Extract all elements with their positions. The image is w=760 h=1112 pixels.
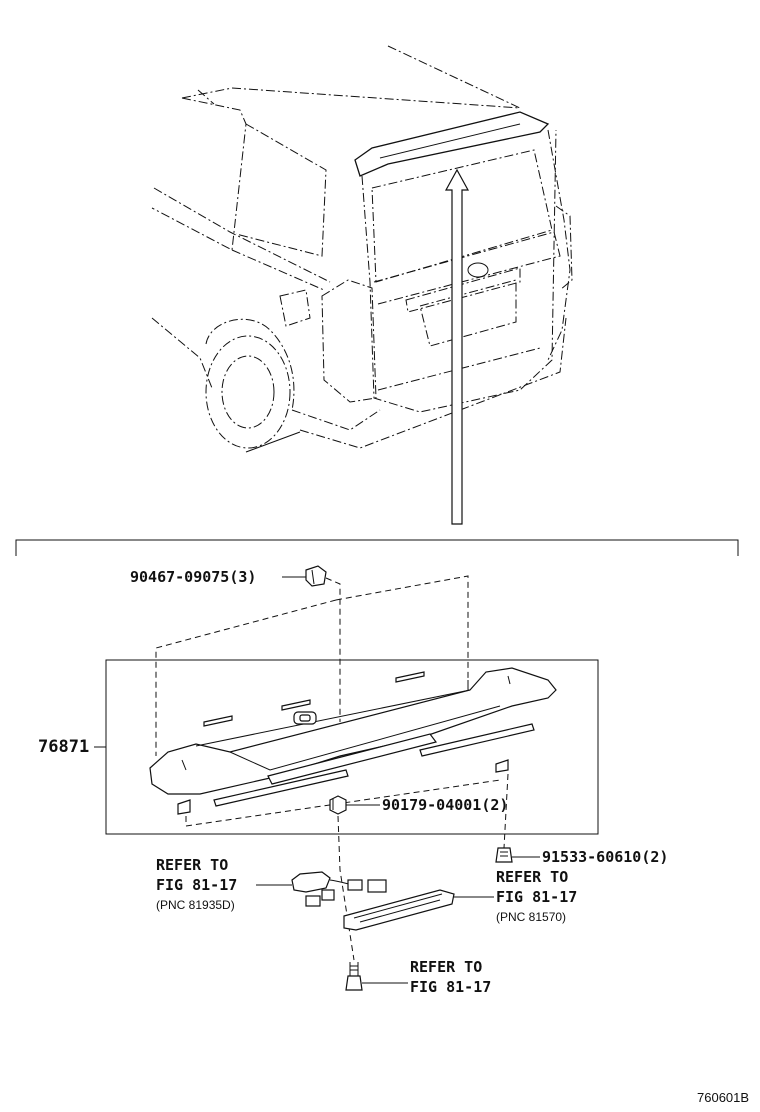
refer-bottom-line2: FIG 81-17: [410, 978, 491, 996]
refer-left-pnc: (PNC 81935D): [156, 898, 235, 912]
wire-harness-icon: [291, 871, 387, 907]
vehicle-rear-illustration: [151, 45, 573, 453]
clip-icon: [305, 565, 327, 587]
refer-right-pnc: (PNC 81570): [496, 910, 566, 924]
nut-icon: [329, 795, 347, 815]
rear-spoiler: [149, 667, 557, 815]
refer-left-line1: REFER TO: [156, 856, 228, 874]
screw-icon: [495, 847, 513, 863]
refer-bottom-line1: REFER TO: [410, 958, 482, 976]
clip-part-number: 90467-09075(3): [130, 568, 256, 586]
refer-right-line1: REFER TO: [496, 868, 568, 886]
spoiler-part-number: 76871: [38, 737, 89, 757]
refer-right-line2: FIG 81-17: [496, 888, 577, 906]
section-bracket: [15, 539, 739, 556]
stop-lamp-icon: [343, 889, 455, 931]
location-arrow: [444, 168, 470, 525]
nut-part-number: 90179-04001(2): [382, 796, 508, 814]
figure-code: 760601B: [697, 1090, 749, 1105]
bolt-icon: [345, 962, 363, 991]
refer-left-line2: FIG 81-17: [156, 876, 237, 894]
screw-part-number: 91533-60610(2): [542, 848, 668, 866]
